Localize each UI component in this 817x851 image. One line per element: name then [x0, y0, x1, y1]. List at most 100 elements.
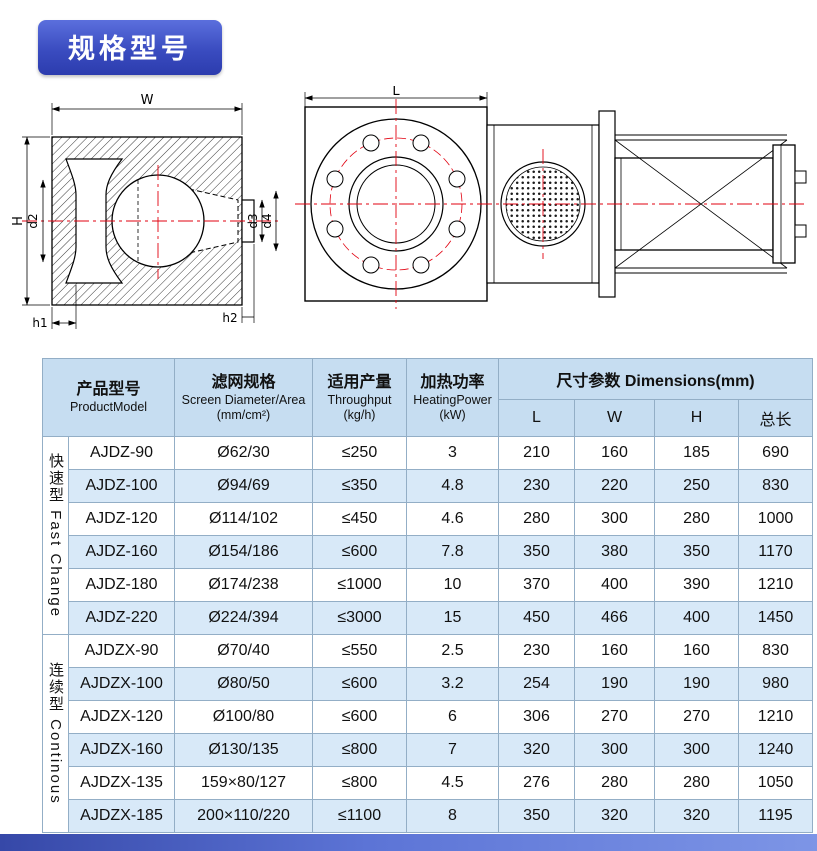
header-screen-spec-en: Screen Diameter/Area [181, 392, 306, 407]
throughput-cell: ≤800 [312, 766, 407, 800]
screen-spec-cell: Ø224/394 [174, 601, 313, 635]
total-length-cell: 1210 [738, 700, 813, 734]
model-cell: AJDZX-120 [68, 700, 175, 734]
throughput-cell: ≤550 [312, 634, 407, 668]
total-length-cell: 1000 [738, 502, 813, 536]
dim-w-cell: 400 [574, 568, 655, 602]
screen-spec-cell: Ø100/80 [174, 700, 313, 734]
dim-h-cell: 250 [654, 469, 739, 503]
model-cell: AJDZX-185 [68, 799, 175, 833]
dim-l-cell: 350 [498, 535, 575, 569]
screen-spec-cell: Ø80/50 [174, 667, 313, 701]
model-cell: AJDZX-135 [68, 766, 175, 800]
dim-h-cell: 160 [654, 634, 739, 668]
dim-label-d3: d3 [246, 213, 260, 228]
header-dim-h: H [654, 399, 739, 437]
header-product-model: 产品型号 ProductModel [42, 358, 175, 437]
dim-l-cell: 370 [498, 568, 575, 602]
header-total-length: 总长 [738, 399, 813, 437]
throughput-cell: ≤600 [312, 700, 407, 734]
heating-power-cell: 8 [406, 799, 499, 833]
header-heating-power-zh: 加热功率 [420, 373, 485, 391]
heating-power-cell: 4.5 [406, 766, 499, 800]
dim-l-cell: 280 [498, 502, 575, 536]
header-dimensions: 尺寸参数 Dimensions(mm) [498, 358, 813, 400]
throughput-cell: ≤250 [312, 436, 407, 470]
throughput-cell: ≤600 [312, 667, 407, 701]
dim-l-cell: 306 [498, 700, 575, 734]
screen-spec-cell: Ø94/69 [174, 469, 313, 503]
dim-l-cell: 210 [498, 436, 575, 470]
screen-spec-cell: Ø114/102 [174, 502, 313, 536]
header-product-model-zh: 产品型号 [76, 381, 141, 398]
dim-h-cell: 280 [654, 502, 739, 536]
throughput-cell: ≤1100 [312, 799, 407, 833]
total-length-cell: 1240 [738, 733, 813, 767]
screen-spec-cell: Ø130/135 [174, 733, 313, 767]
model-cell: AJDZX-100 [68, 667, 175, 701]
model-cell: AJDZX-160 [68, 733, 175, 767]
dim-w-cell: 300 [574, 502, 655, 536]
header-throughput-zh: 适用产量 [327, 373, 392, 391]
heating-power-cell: 10 [406, 568, 499, 602]
model-cell: AJDZ-160 [68, 535, 175, 569]
bottom-accent-bar [0, 834, 817, 851]
model-cell: AJDZ-180 [68, 568, 175, 602]
header-heating-power-unit: (kW) [439, 407, 466, 422]
dim-h-cell: 400 [654, 601, 739, 635]
total-length-cell: 830 [738, 469, 813, 503]
spec-table: 产品型号 ProductModel 滤网规格 Screen Diameter/A… [42, 358, 813, 833]
heating-power-cell: 15 [406, 601, 499, 635]
model-cell: AJDZ-220 [68, 601, 175, 635]
heating-power-cell: 3 [406, 436, 499, 470]
header-heating-power: 加热功率 HeatingPower (kW) [406, 358, 499, 437]
header-screen-spec-unit: (mm/cm²) [216, 407, 271, 422]
total-length-cell: 980 [738, 667, 813, 701]
heating-power-cell: 7 [406, 733, 499, 767]
header-screen-spec-zh: 滤网规格 [211, 373, 276, 391]
dim-w-cell: 466 [574, 601, 655, 635]
dim-w-cell: 160 [574, 436, 655, 470]
dim-w-cell: 380 [574, 535, 655, 569]
dim-label-h2: h2 [222, 311, 237, 325]
dim-l-cell: 276 [498, 766, 575, 800]
dim-l-cell: 350 [498, 799, 575, 833]
header-dim-w: W [574, 399, 655, 437]
heating-power-cell: 2.5 [406, 634, 499, 668]
dim-label-h1: h1 [32, 316, 47, 330]
throughput-cell: ≤450 [312, 502, 407, 536]
dim-label-d2: d2 [26, 213, 40, 228]
throughput-cell: ≤350 [312, 469, 407, 503]
total-length-cell: 1195 [738, 799, 813, 833]
dim-l-cell: 450 [498, 601, 575, 635]
total-length-cell: 690 [738, 436, 813, 470]
technical-drawings: W H d2 d3 d4 h1 h2 [10, 86, 810, 344]
heating-power-cell: 3.2 [406, 667, 499, 701]
dim-h-cell: 190 [654, 667, 739, 701]
model-cell: AJDZ-120 [68, 502, 175, 536]
total-length-cell: 1210 [738, 568, 813, 602]
dim-h-cell: 350 [654, 535, 739, 569]
model-cell: AJDZ-90 [68, 436, 175, 470]
header-screen-spec: 滤网规格 Screen Diameter/Area (mm/cm²) [174, 358, 313, 437]
screen-spec-cell: 200×110/220 [174, 799, 313, 833]
group-label: 快速型 Fast Change [42, 436, 69, 635]
screen-spec-cell: Ø154/186 [174, 535, 313, 569]
dim-w-cell: 270 [574, 700, 655, 734]
throughput-cell: ≤800 [312, 733, 407, 767]
heating-power-cell: 7.8 [406, 535, 499, 569]
dim-h-cell: 320 [654, 799, 739, 833]
screen-spec-cell: Ø174/238 [174, 568, 313, 602]
dim-label-h: H [11, 216, 26, 226]
